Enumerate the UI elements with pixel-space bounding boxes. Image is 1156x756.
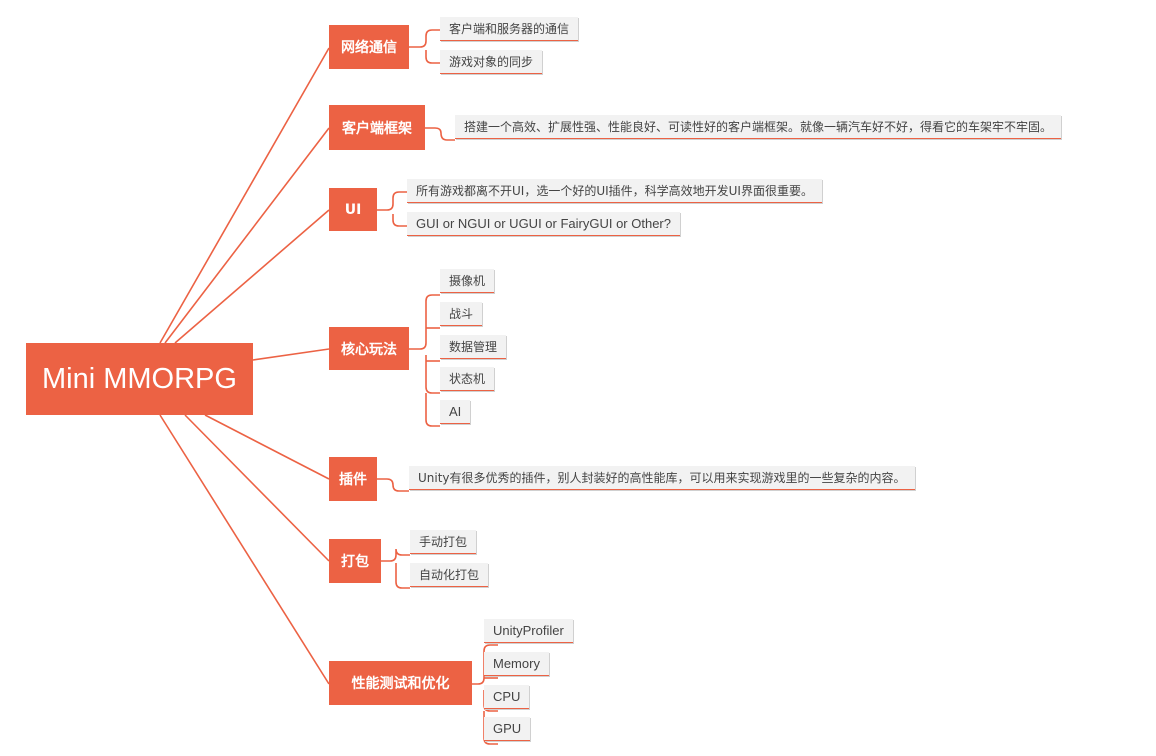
leaf-data-management[interactable]: 数据管理	[440, 335, 507, 359]
branch-packaging[interactable]: 打包	[329, 539, 381, 583]
branch-network[interactable]: 网络通信	[329, 25, 409, 69]
branch-ui[interactable]: UI	[329, 188, 377, 231]
leaf-ui-desc[interactable]: 所有游戏都离不开UI，选一个好的UI插件，科学高效地开发UI界面很重要。	[407, 179, 822, 203]
branch-performance[interactable]: 性能测试和优化	[329, 661, 472, 705]
leaf-network-sync[interactable]: 游戏对象的同步	[440, 50, 543, 74]
leaf-network-client-server[interactable]: 客户端和服务器的通信	[440, 17, 579, 41]
branch-core-gameplay[interactable]: 核心玩法	[329, 327, 409, 370]
leaf-ui-options[interactable]: GUI or NGUI or UGUI or FairyGUI or Other…	[407, 212, 680, 236]
leaf-ai[interactable]: AI	[440, 400, 471, 424]
leaf-cpu[interactable]: CPU	[484, 685, 530, 709]
branch-plugins[interactable]: 插件	[329, 457, 377, 501]
leaf-memory[interactable]: Memory	[484, 652, 549, 676]
leaf-combat[interactable]: 战斗	[440, 302, 483, 326]
leaf-unity-profiler[interactable]: UnityProfiler	[484, 619, 573, 643]
leaf-auto-packaging[interactable]: 自动化打包	[410, 563, 489, 587]
leaf-gpu[interactable]: GPU	[484, 717, 531, 741]
leaf-manual-packaging[interactable]: 手动打包	[410, 530, 477, 554]
leaf-state-machine[interactable]: 状态机	[440, 367, 495, 391]
root-topic[interactable]: Mini MMORPG	[26, 343, 253, 415]
leaf-plugins-desc[interactable]: Unity有很多优秀的插件，别人封装好的高性能库，可以用来实现游戏里的一些复杂的…	[409, 466, 915, 490]
branch-client-framework[interactable]: 客户端框架	[329, 105, 425, 150]
leaf-camera[interactable]: 摄像机	[440, 269, 495, 293]
leaf-client-framework-desc[interactable]: 搭建一个高效、扩展性强、性能良好、可读性好的客户端框架。就像一辆汽车好不好，得看…	[455, 115, 1062, 139]
